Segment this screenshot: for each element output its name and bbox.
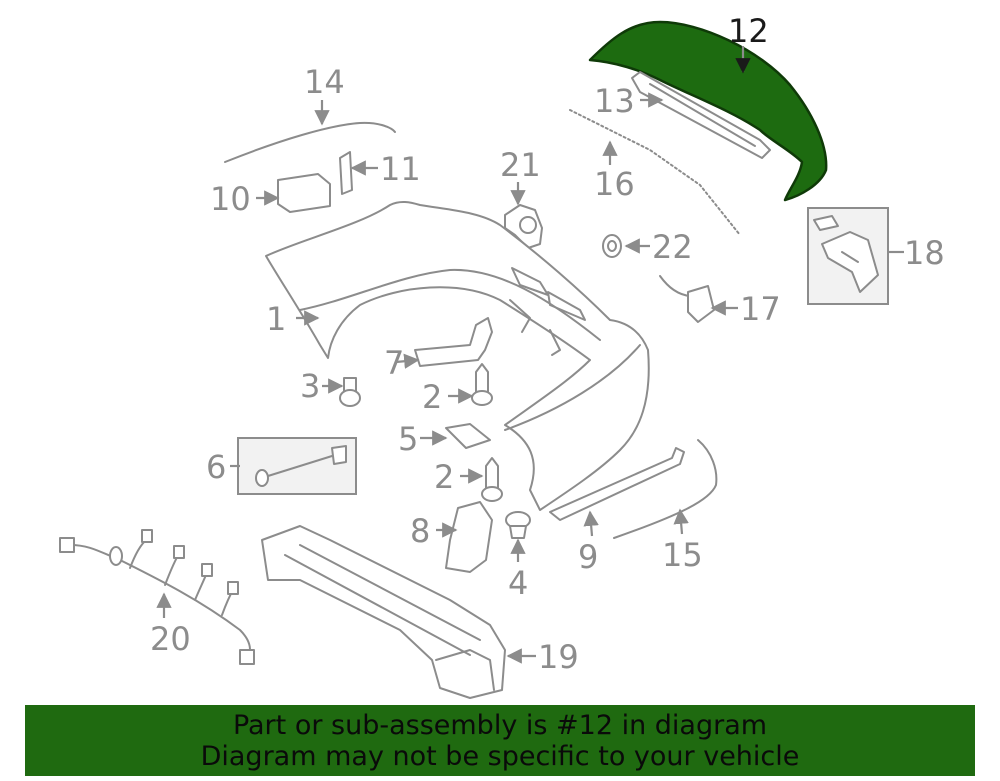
callout-22: 22 bbox=[652, 228, 693, 266]
part-13-strip[interactable] bbox=[631, 71, 771, 159]
part-18-bracket-group[interactable] bbox=[807, 207, 889, 305]
callout-15: 15 bbox=[662, 536, 703, 574]
callout-5: 5 bbox=[398, 420, 418, 458]
part-5-clip[interactable] bbox=[445, 423, 491, 449]
callout-7-leader bbox=[395, 353, 420, 369]
callout-6: 6 bbox=[206, 448, 226, 486]
callout-18: 18 bbox=[904, 234, 945, 272]
callout-1: 1 bbox=[266, 300, 286, 338]
callout-14: 14 bbox=[304, 63, 345, 101]
callout-17: 17 bbox=[740, 290, 781, 328]
part-10-module[interactable] bbox=[277, 173, 331, 213]
callout-21: 21 bbox=[500, 146, 541, 184]
part-20-harness[interactable] bbox=[59, 529, 255, 665]
part-7-bracket[interactable] bbox=[414, 317, 493, 367]
parts-diagram: 12 13 16 14 11 10 21 1 22 bbox=[59, 12, 945, 699]
part-4-nut[interactable] bbox=[505, 511, 531, 539]
callout-19: 19 bbox=[538, 638, 579, 676]
callout-8: 8 bbox=[410, 512, 430, 550]
info-banner: Part or sub-assembly is #12 in diagram D… bbox=[25, 705, 975, 776]
part-14-molding[interactable] bbox=[224, 121, 396, 163]
callout-15-leader bbox=[673, 508, 689, 535]
callout-4: 4 bbox=[508, 564, 528, 602]
callout-2b: 2 bbox=[434, 458, 454, 496]
part-9-strip[interactable] bbox=[549, 447, 685, 521]
callout-16: 16 bbox=[594, 165, 635, 203]
callout-12: 12 bbox=[728, 12, 769, 50]
part-1-bumper-cover[interactable] bbox=[265, 201, 650, 511]
part-15-molding[interactable] bbox=[613, 439, 718, 539]
banner-line-1: Part or sub-assembly is #12 in diagram bbox=[232, 710, 768, 741]
part-16-strip[interactable] bbox=[569, 109, 741, 236]
callout-9-leader bbox=[583, 510, 599, 537]
part-8-bracket[interactable] bbox=[445, 501, 493, 573]
part-12-diffuser[interactable] bbox=[588, 20, 828, 202]
callout-3: 3 bbox=[300, 367, 320, 405]
part-11-bracket[interactable] bbox=[339, 151, 353, 195]
part-17-sensor[interactable] bbox=[659, 275, 715, 323]
callout-10: 10 bbox=[210, 180, 251, 218]
callout-11: 11 bbox=[380, 150, 421, 188]
callout-2a: 2 bbox=[422, 378, 442, 416]
callout-13: 13 bbox=[594, 82, 635, 120]
part-22-grommet[interactable] bbox=[602, 234, 622, 258]
banner-line-2: Diagram may not be specific to your vehi… bbox=[200, 741, 800, 772]
part-19-absorber[interactable] bbox=[261, 525, 506, 699]
part-3-bolt[interactable] bbox=[339, 377, 361, 407]
callout-9: 9 bbox=[578, 538, 598, 576]
part-2-screw-upper[interactable] bbox=[471, 363, 493, 406]
callout-7: 7 bbox=[384, 344, 404, 382]
part-2-screw-lower[interactable] bbox=[481, 457, 503, 502]
part-6-bolt-group[interactable] bbox=[237, 437, 357, 495]
callout-20: 20 bbox=[150, 620, 191, 658]
